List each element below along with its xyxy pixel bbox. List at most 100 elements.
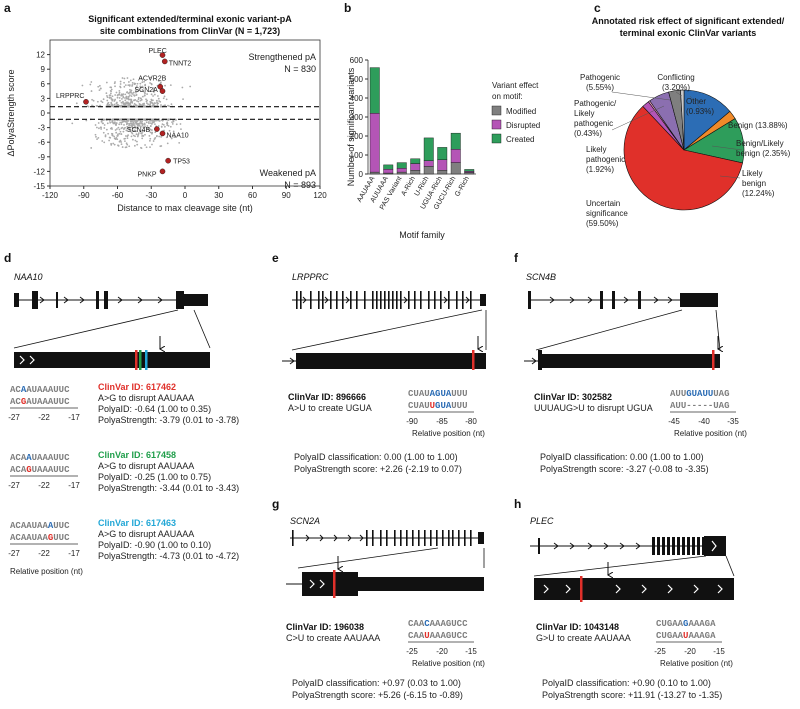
bar-segment: [410, 158, 421, 164]
scatter-point: [165, 136, 168, 139]
clinvar-id: ClinVar ID: 196038: [286, 622, 364, 632]
scatter-point: [154, 131, 157, 134]
scatter-point: [115, 136, 118, 139]
scatter-point: [148, 126, 150, 129]
nucleotide: A: [719, 389, 725, 399]
nucleotide: U: [32, 521, 37, 531]
scatter-point: [148, 139, 151, 142]
scatter-point: [116, 138, 119, 141]
scatter-point: [113, 143, 116, 146]
scatter-point: [111, 99, 114, 102]
exon: [376, 291, 378, 309]
nucleotide: A: [694, 631, 700, 641]
nucleotide: -: [697, 401, 702, 411]
bar-segment: [423, 160, 434, 167]
scatter-point: [136, 82, 139, 85]
exon: [292, 530, 294, 546]
panel-label-b: b: [344, 1, 351, 15]
scatter-point: [139, 99, 142, 102]
panel-c-title-line1: Annotated risk effect of significant ext…: [592, 16, 785, 26]
gene-model-scn2a: [286, 530, 485, 598]
gene-name-scn4b: SCN4B: [526, 272, 556, 282]
panel-a-title-line1: Significant extended/terminal exonic var…: [88, 14, 292, 24]
nucleotide: G: [446, 631, 451, 641]
nucleotide: A: [440, 631, 446, 641]
scatter-point: [140, 146, 142, 149]
scatter-point: [164, 84, 166, 87]
panel-f: f SCN4B ClinVar ID: 302582 UUUAUG>U to d…: [514, 251, 747, 474]
scatter-point: [91, 104, 93, 107]
nucleotide: -: [708, 401, 713, 411]
pie-label-lp-2: pathogenic: [586, 155, 625, 164]
scatter-point: [148, 122, 150, 125]
tick: -27: [8, 413, 20, 422]
clinvar-id: ClinVar ID: 896666: [288, 392, 366, 402]
exon: [380, 530, 382, 546]
tick: -90: [406, 417, 418, 426]
leader-line: [611, 105, 665, 131]
scatter-point: [128, 123, 130, 125]
exon: [388, 291, 390, 309]
nucleotide: U: [53, 453, 58, 463]
axis-label: Relative position (nt): [10, 567, 83, 576]
exon: [430, 530, 432, 546]
scatter-point: [116, 94, 119, 97]
exon: [702, 537, 705, 555]
tick: -22: [38, 481, 50, 490]
scatter-point: [118, 132, 121, 135]
scatter-point: [128, 118, 131, 121]
nucleotide: A: [710, 631, 716, 641]
scatter-point: [105, 81, 108, 84]
y-tick-label: 500: [350, 75, 364, 84]
panel-label-a: a: [4, 1, 11, 15]
nucleotide: C: [15, 385, 21, 395]
scatter-point: [139, 103, 142, 106]
bar-segment: [396, 168, 407, 173]
scatter-point: [133, 125, 136, 127]
nucleotide: C: [457, 631, 463, 641]
scatter-point: [120, 133, 123, 136]
y-tick-label: -12: [33, 167, 45, 176]
point-label: SCN4B: [127, 127, 151, 134]
scatter-point: [170, 137, 173, 140]
scatter-point: [108, 139, 111, 142]
nucleotide: C: [424, 619, 430, 629]
scatter-point: [122, 100, 124, 103]
nucleotide: C: [457, 619, 463, 629]
scatter-point: [96, 138, 98, 141]
nucleotide: A: [42, 521, 48, 531]
scatter-point: [135, 133, 138, 136]
nucleotide: A: [413, 631, 419, 641]
nucleotide: A: [37, 521, 43, 531]
scatter-point: [165, 98, 168, 101]
clinvar-id: ClinVar ID: 617458: [98, 450, 176, 460]
bar-segment: [369, 67, 380, 114]
scatter-point: [149, 131, 152, 134]
tick: -80: [465, 417, 477, 426]
nucleotide: A: [21, 521, 27, 531]
intron-arrow: [302, 296, 307, 304]
scatter-point: [133, 102, 136, 105]
scatter-point: [167, 119, 170, 122]
scatter-point: [117, 126, 120, 129]
scatter-point: [143, 91, 146, 94]
x-tick-label: 0: [183, 191, 188, 200]
axis-label: Relative position (nt): [674, 429, 747, 438]
variant-desc: UUUAUG>U to disrupt UGUA: [534, 403, 653, 413]
scatter-point: [147, 85, 150, 88]
bar-segment: [437, 147, 448, 160]
scatter-point: [132, 121, 135, 124]
nucleotide: A: [430, 389, 436, 399]
nucleotide: U: [708, 389, 713, 399]
exon: [322, 291, 324, 309]
scatter-point: [81, 84, 84, 87]
clinvar-id: ClinVar ID: 617463: [98, 518, 176, 528]
scatter-point: [117, 144, 119, 147]
scatter-point: [102, 122, 104, 125]
scatter-point: [126, 143, 129, 146]
scatter-point: [122, 120, 125, 123]
scatter-point: [127, 81, 130, 83]
nucleotide: A: [446, 401, 452, 411]
pie-label-conflicting-2: (3.20%): [662, 83, 690, 92]
